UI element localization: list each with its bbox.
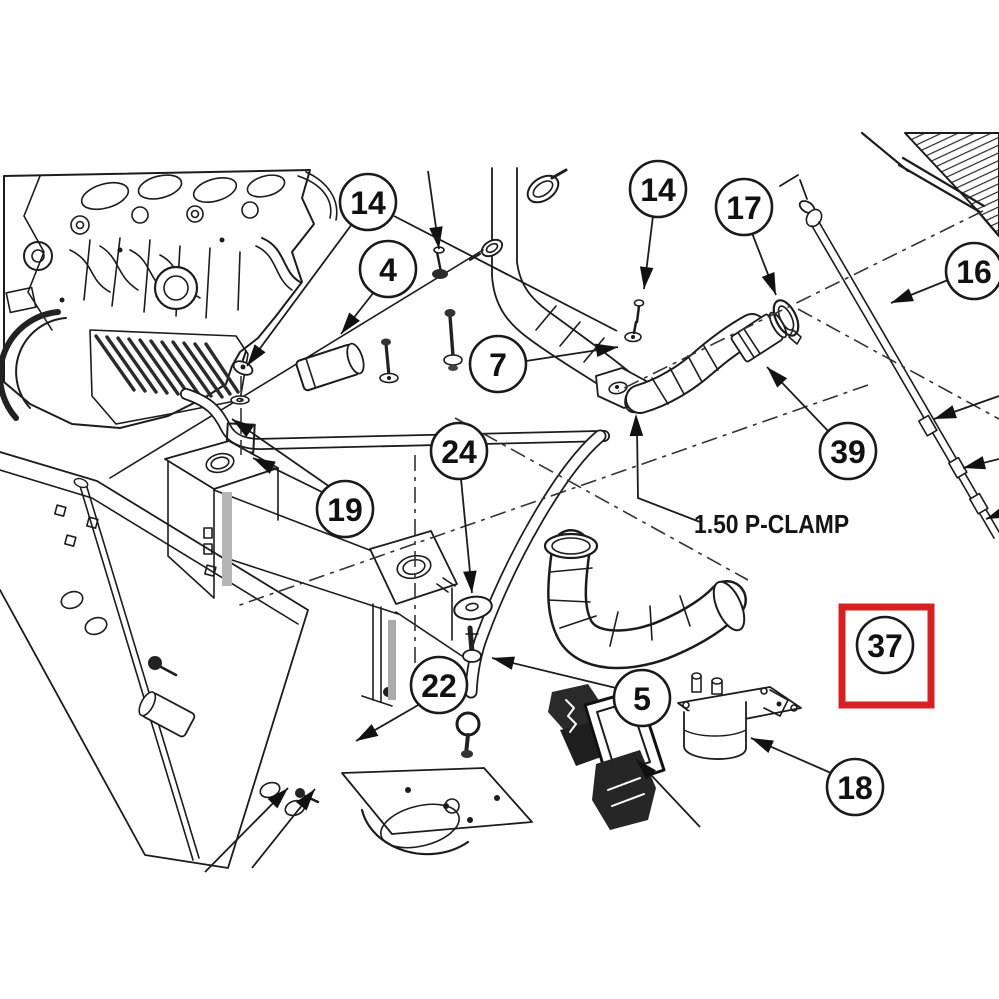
frame-plate-art [0,451,463,869]
engine-assembly-art [0,169,338,429]
callout-number: 24 [441,434,477,470]
callout-number: 16 [956,254,992,290]
callout-39-39[interactable]: 39 [818,421,878,481]
callout-17-17[interactable]: 17 [714,177,774,237]
callout-14-14b[interactable]: 14 [628,159,688,219]
callout-number: 22 [421,668,457,704]
bracket-center-art [361,530,493,707]
callout-number: 18 [837,770,873,806]
dipstick-tube-art [779,174,999,539]
lower-hose-art [543,529,747,670]
callout-19-19[interactable]: 19 [315,479,375,539]
callout-7-7[interactable]: 7 [468,334,528,394]
fuel-filter-art [677,672,802,760]
callout-5-5[interactable]: 5 [612,668,672,728]
callout-18-18[interactable]: 18 [825,757,885,817]
pump-assembly-art [295,684,666,856]
bracket-left-art [164,440,279,599]
callout-number: 37 [867,628,903,664]
cylinder-part-art [295,342,365,392]
centerlines [236,210,999,700]
callout-16-16[interactable]: 16 [944,241,999,301]
upper-hose-art [625,311,788,414]
leader-arrows [204,170,999,873]
callout-14-14a[interactable]: 14 [338,172,398,232]
selected-part-highlight-box[interactable] [838,603,935,709]
callout-number: 4 [379,252,397,288]
callout-number: 7 [489,347,507,383]
callout-37-37[interactable]: 37 [855,615,915,675]
callout-number: 39 [830,434,866,470]
highlight-box-layer [838,603,935,709]
callout-number: 5 [633,681,651,717]
callout-number: 17 [726,190,762,226]
long-hose-art [180,246,610,454]
callout-24-24[interactable]: 24 [429,421,489,481]
callout-22-22[interactable]: 22 [409,655,469,715]
callout-4-4[interactable]: 4 [358,239,418,299]
callout-number: 14 [640,172,676,208]
callout-number: 19 [327,492,363,528]
down-tube-art [464,429,607,699]
p-clamp-label: 1.50 P-CLAMP [694,509,850,539]
callout-balloons: 14 4 14 17 16 7 39 24 19 22 5 37 18 [315,159,999,817]
callout-number: 14 [350,185,386,221]
ring-clamp-art [772,299,802,345]
radiator-art [860,131,999,238]
